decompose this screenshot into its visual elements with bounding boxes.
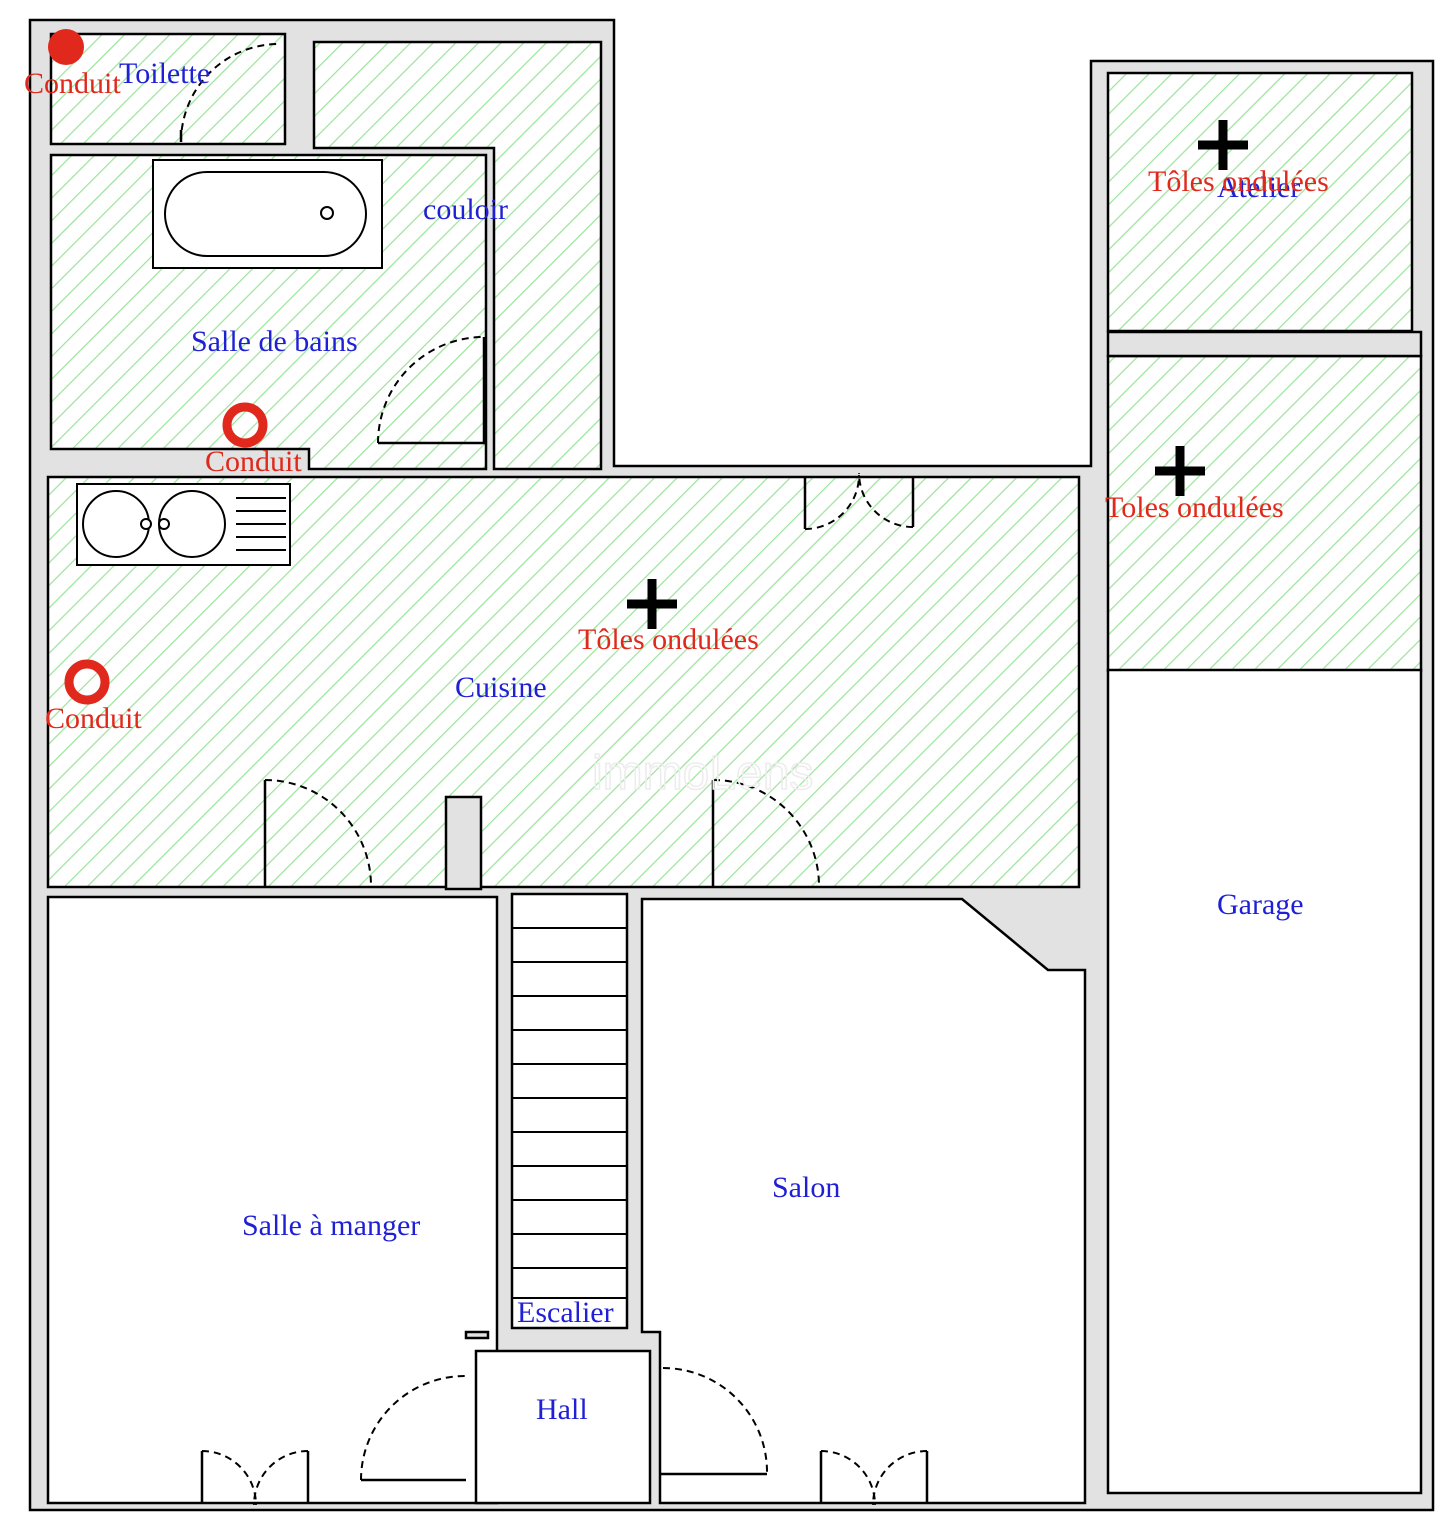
label-hall: Hall [536, 1393, 588, 1426]
window-salle-a-manger [201, 1450, 309, 1506]
sink-drain-right [158, 518, 170, 530]
label-conduit-cuisine: Conduit [45, 702, 142, 735]
room-toilette [49, 32, 287, 146]
label-conduit-salle-de-bains: Conduit [205, 445, 302, 478]
room-escalier [510, 892, 629, 1330]
label-toles-atelier: Tôles ondulées [1148, 165, 1329, 198]
window-salon [820, 1450, 928, 1506]
room-atelier [1106, 71, 1414, 333]
conduit-ring-salle-de-bains [222, 402, 268, 448]
sink-drainboard [236, 497, 286, 551]
door-cuisine-dining [264, 779, 372, 887]
room-salon [640, 897, 1087, 1505]
label-toles-garage: Toles ondulées [1105, 491, 1284, 524]
door-toilette [180, 43, 280, 143]
conduit-dot-toilette [48, 29, 84, 65]
watermark: immoLens [592, 747, 813, 800]
label-salon: Salon [772, 1171, 840, 1204]
label-cuisine: Cuisine [455, 671, 547, 704]
garage-separator [1106, 330, 1423, 358]
kitchen-pillar [444, 795, 483, 891]
cross-icon-cuisine [627, 579, 677, 629]
bathtub-basin [164, 171, 367, 257]
label-toilette: Toilette [119, 57, 210, 90]
door-salle-de-bains [377, 336, 485, 444]
bathtub-drain-icon [320, 206, 334, 220]
room-garage-hatched-area [1106, 354, 1423, 673]
room-garage [1106, 668, 1423, 1495]
conduit-ring-cuisine [64, 659, 110, 705]
label-salle-de-bains: Salle de bains [191, 325, 358, 358]
label-atelier: Atelier [1217, 171, 1300, 204]
sink-basin-left [82, 490, 150, 558]
door-cuisine-top [804, 472, 914, 530]
label-toles-cuisine: Tôles ondulées [578, 623, 759, 656]
room-hall [474, 1349, 652, 1505]
label-garage: Garage [1217, 888, 1304, 921]
label-couloir: couloir [423, 193, 508, 226]
label-escalier: Escalier [517, 1296, 614, 1329]
door-cuisine-salon [712, 779, 820, 887]
room-salle-a-manger [46, 895, 499, 1505]
label-salle-a-manger: Salle à manger [242, 1209, 420, 1242]
label-conduit-toilette: Conduit [24, 67, 121, 100]
sink-drain-left [140, 518, 152, 530]
cross-icon-atelier [1198, 120, 1248, 170]
hall-wall-section [464, 1330, 490, 1340]
doors [179, 43, 929, 1506]
cross-icon-garage [1155, 446, 1205, 496]
room-couloir [312, 40, 603, 471]
stair-treads [512, 927, 627, 1299]
